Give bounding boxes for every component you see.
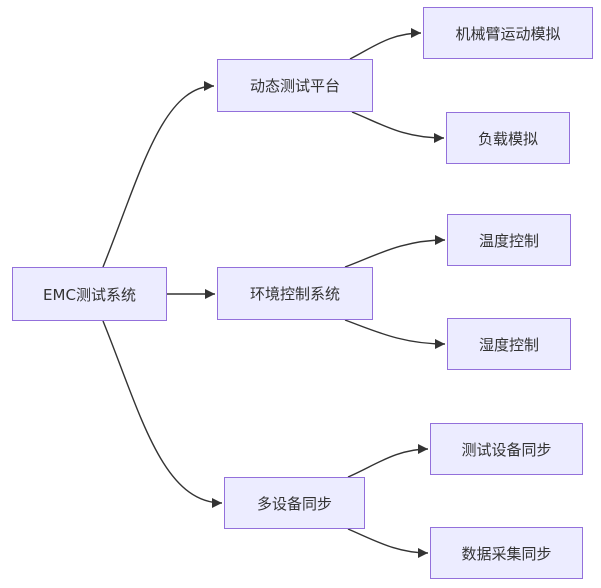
edge-dynamic-to-load: [351, 111, 445, 143]
edge-dynamic-to-arm: [349, 28, 422, 60]
edge-multi-to-test-sync: [347, 444, 429, 478]
node-multi-device-sync: 多设备同步: [224, 477, 365, 529]
node-emc-test-system: EMC测试系统: [12, 267, 167, 321]
node-load-simulation: 负载模拟: [446, 112, 570, 164]
edge-env-to-temp: [344, 235, 446, 268]
node-test-equipment-sync: 测试设备同步: [430, 423, 583, 475]
node-temperature-control: 温度控制: [447, 214, 571, 266]
edge-root-to-multi: [102, 320, 223, 508]
node-label: EMC测试系统: [43, 285, 136, 304]
node-label: 湿度控制: [478, 335, 539, 354]
edge-root-to-dynamic: [102, 81, 215, 268]
edge-env-to-humidity: [344, 319, 446, 349]
node-label: 数据采集同步: [461, 544, 552, 563]
node-label: 温度控制: [478, 231, 539, 250]
node-label: 动态测试平台: [249, 77, 340, 95]
node-humidity-control: 湿度控制: [447, 318, 571, 370]
node-label: 机械臂运动模拟: [455, 24, 561, 43]
node-dynamic-test-platform: 动态测试平台: [217, 59, 373, 112]
node-label: 多设备同步: [256, 494, 332, 513]
node-label: 环境控制系统: [249, 285, 340, 303]
edge-multi-to-data-sync: [347, 528, 429, 558]
node-label: 测试设备同步: [461, 440, 552, 459]
node-robot-arm-motion-simulation: 机械臂运动模拟: [423, 7, 593, 59]
node-data-acquisition-sync: 数据采集同步: [430, 527, 583, 579]
node-label: 负载模拟: [477, 129, 538, 148]
node-environment-control-system: 环境控制系统: [217, 267, 373, 320]
